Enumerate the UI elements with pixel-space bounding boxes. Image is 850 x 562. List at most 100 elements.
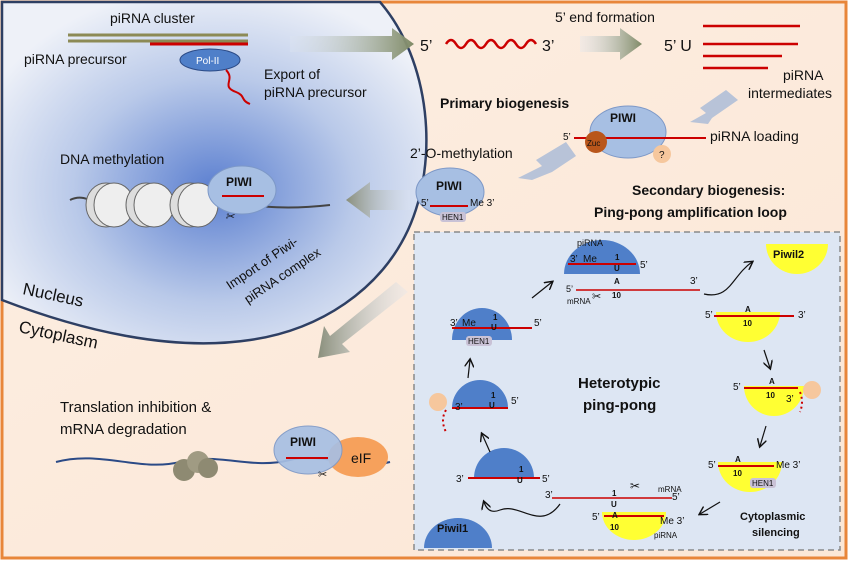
yellow-3-5prime: 5’ [708,460,716,471]
top-ten: 10 [612,291,621,300]
trimmer-2 [803,381,821,399]
pirna-loading-label: piRNA loading [710,128,799,144]
arrow-up-2 [468,360,470,379]
arrow-to-cleavage [700,501,721,514]
bottom-u: U [611,500,617,509]
arrow-to-loading [690,90,738,124]
methylated-5prime: 5’ [421,198,429,209]
blue-dome-1 [474,448,534,478]
secondary-label-line1: Secondary biogenesis: [632,182,785,198]
eif-label: eIF [351,450,371,466]
blue-1-3prime: 3’ [456,474,464,485]
blue-1-one: 1 [519,465,524,474]
arrow-piwil2-loading [703,262,752,296]
blue-3-u: U [491,323,497,332]
bottom-one: 1 [612,489,617,498]
bottom-pirna-5prime: 5’ [592,512,600,523]
piwil2-label: Piwil2 [773,249,804,261]
blue-2-u: U [489,401,495,410]
arrow-to-piwil1 [484,502,561,517]
blue-2-3prime: 3’ [455,402,463,413]
arrow-to-translation [318,282,408,358]
yellow-1-3prime: 3’ [798,310,806,321]
five-u-label: 5’ U [664,38,692,55]
zuc-label: Zuc [587,139,600,148]
processed-rna-squiggle [444,38,538,50]
squiggle-3prime: 3’ [542,38,554,55]
piwi-methylated-label: PIWI [436,179,462,193]
hen1-enzyme [440,212,466,222]
arrow-to-top [531,282,552,299]
pol2-enzyme [179,48,241,72]
blue-3-3prime: 3’ [450,318,458,329]
top-mrna-3prime: 3’ [690,276,698,287]
yellow-3-me3: Me 3’ [776,460,800,471]
intermediates-label-line1: piRNA [783,67,824,83]
arrow-to-intermediates [580,28,642,60]
blue-2-5prime: 5’ [511,396,519,407]
piwil1-protein [424,518,492,548]
piwi-translation-label: PIWI [290,435,316,449]
trimmed-end-2 [799,391,803,413]
methylated-me3: Me 3’ [470,198,494,209]
arrow-import-to-nucleus [346,182,410,218]
yellow-3-hen1 [750,478,776,488]
arrow-down-1 [764,349,770,368]
yellow-1-ten: 10 [743,319,752,328]
nucleosomes [85,182,219,228]
top-3prime-me: 3’ [570,254,578,265]
trimmer-1 [429,393,447,411]
yellow-1-a: A [745,305,751,314]
bottom-pirna-label: piRNA [654,531,678,540]
blue-2-one: 1 [491,391,496,400]
blue-3-hen1 [466,336,492,346]
top-u: U [614,264,620,273]
arrow-to-5end [290,28,414,60]
bottom-pirna-me3: Me 3’ [660,516,684,527]
dna-methylation-label: DNA methylation [60,151,164,167]
piwil1-label: Piwil1 [437,523,468,535]
top-mrna-label: mRNA [567,297,591,306]
bottom-ten: 10 [610,523,619,532]
yellow-2-a: A [769,377,775,386]
cyto-silencing-label-line2: silencing [752,527,800,539]
yellow-3-hen1-label: HEN1 [752,479,774,488]
pol2-label: Pol-II [196,56,219,67]
arrow-down-2 [760,425,766,446]
bottom-scissors-icon: ✂ [630,479,640,493]
piwil2-protein [766,244,828,274]
yellow-3-a: A [735,455,741,464]
blue-1-u: U [517,476,523,485]
top-me: Me [583,254,597,265]
yellow-2-ten: 10 [766,391,775,400]
blue-dome-2 [452,380,508,408]
cyto-silencing-label-line1: Cytoplasmic [740,511,805,523]
blue-1-5prime: 5’ [542,474,550,485]
export-label-line1: Export of [264,66,320,82]
secondary-label-line2: Ping-pong amplification loop [594,204,787,220]
top-mrna-5prime: 5’ [566,284,573,294]
bottom-mrna-5prime: 5’ [672,492,680,503]
hen1-label: HEN1 [442,213,464,222]
yellow-dome-2 [744,386,804,416]
zuc-enzyme [585,131,607,153]
piwi-translation-protein [273,425,343,475]
translation-label-line2: mRNA degradation [60,421,187,438]
yellow-dome-bottom [602,512,666,540]
piwi-dna-label: PIWI [226,175,252,189]
nucleus [0,0,428,345]
yellow-3-ten: 10 [733,469,742,478]
translation-scissors-icon: ✂ [318,469,327,481]
scissors-icon: ✂ [225,211,235,223]
top-5prime: 5’ [640,260,648,271]
blue-3-one: 1 [493,313,498,322]
eif-factor [328,437,388,477]
exported-precursor [225,69,251,105]
ribosomes [173,451,218,481]
pirna-precursor-label: piRNA precursor [24,51,127,67]
piwi-dna-protein [207,165,277,215]
blue-3-5prime: 5’ [534,318,542,329]
pirna-cluster-label: piRNA cluster [110,10,195,26]
methylation-label: 2’-O-methylation [410,145,513,161]
